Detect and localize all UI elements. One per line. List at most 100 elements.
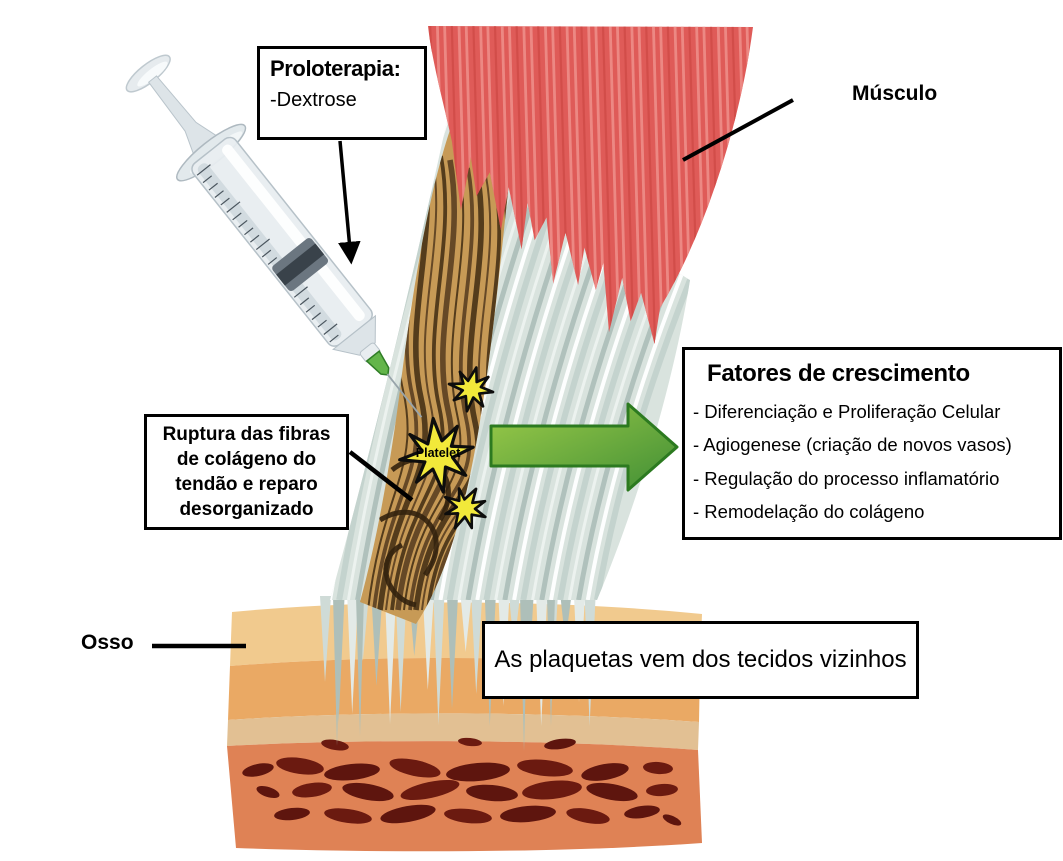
syringe-tick — [250, 234, 260, 243]
tendon-frayed-spike — [395, 596, 407, 712]
fatores-item: - Diferenciação e Proliferação Celular — [693, 401, 1001, 422]
muscle-striation — [608, 26, 621, 344]
bone-marrow-cell — [274, 807, 310, 821]
tendon-frayed-spike — [460, 596, 472, 652]
fatores-title: Fatores de crescimento — [707, 360, 970, 387]
damaged-collagen-fiber — [377, 147, 430, 611]
tendon-frayed-spike — [356, 596, 364, 736]
bone-marrow-cell — [324, 808, 372, 824]
damaged-collagen-fiber — [395, 159, 457, 611]
syringe-tick — [220, 197, 230, 206]
muscle-striation — [601, 26, 613, 344]
platelet-cell-label: Platelet — [415, 446, 461, 460]
tendon-fiber-line — [446, 188, 560, 600]
ruptura-pointer-line — [348, 450, 414, 502]
damaged-collagen-knot — [378, 509, 439, 577]
tendon-frayed-spike — [385, 596, 396, 724]
bone-marrow-cell — [292, 782, 332, 798]
bone-marrow-cell — [566, 808, 610, 824]
bone-marrow-cell — [662, 814, 682, 826]
syringe-tick — [226, 201, 241, 213]
bone-marrow-cell — [242, 763, 274, 777]
platelet-cell-small-top — [447, 366, 495, 413]
syringe-tick — [317, 319, 327, 328]
bone-layer-pale — [227, 713, 699, 750]
ruptura-line: desorganizado — [179, 499, 314, 521]
muscle-striation — [644, 26, 657, 344]
proloterapia-box: Proloterapia: -Dextrose — [257, 46, 427, 140]
platelets — [398, 366, 495, 530]
syringe-tick — [293, 286, 308, 298]
muscle-striation — [630, 26, 642, 344]
syringe-tick — [214, 190, 224, 198]
syringe-tick — [232, 212, 242, 221]
syringe-tick — [305, 304, 316, 313]
syringe-tick — [244, 227, 254, 236]
bone-marrow-cell — [324, 763, 380, 781]
tendon-frayed-spike — [433, 596, 445, 725]
syringe-plunger-thumb-highlight — [137, 61, 168, 87]
syringe-tick — [329, 334, 339, 343]
muscle-striation — [752, 26, 753, 344]
syringe-tick — [299, 297, 310, 306]
muscle-body — [428, 26, 753, 344]
tendon-frayed-spike — [347, 596, 359, 714]
muscle-striation — [637, 26, 650, 344]
tendon-fiber-line — [483, 211, 593, 600]
fatores-item: - Remodelação do colágeno — [693, 501, 925, 523]
tendon-fiber-line — [502, 222, 609, 600]
bone-marrow-cell — [446, 762, 510, 782]
bone-marrow-cell — [380, 804, 436, 824]
musculo-label: Músculo — [852, 82, 938, 105]
bone-marrow-cell — [466, 784, 518, 802]
tendon-frayed-spike — [447, 596, 458, 709]
ruptura-box: Ruptura das fibras de colágeno do tendão… — [144, 414, 349, 530]
syringe-needle — [386, 373, 423, 418]
syringe-tick — [238, 219, 248, 228]
bone-marrow-cell — [389, 758, 441, 778]
proloterapia-item: -Dextrose — [270, 89, 357, 111]
syringe-tick — [208, 182, 218, 191]
bone-marrow-cell — [646, 783, 678, 797]
bone-marrow-cell — [342, 782, 394, 802]
ruptura-line: Ruptura das fibras — [162, 423, 331, 445]
syringe-tick — [261, 249, 272, 258]
fatores-item: - Agiogenese (criação de novos vasos) — [693, 434, 1012, 456]
syringe-tick — [311, 312, 321, 321]
syringe-graduation-ticks — [196, 164, 339, 343]
bone-marrow-cell — [544, 738, 576, 750]
bone-marrow-cell — [458, 737, 482, 747]
syringe-tick — [323, 323, 338, 335]
syringe-tick — [196, 164, 211, 176]
bone — [227, 602, 702, 852]
platelet-cell-large — [398, 416, 475, 494]
bone-marrow-cell — [400, 779, 460, 801]
syringe-barrel-highlight — [222, 144, 365, 322]
proloterapia-title: Proloterapia: — [270, 56, 401, 81]
tendon-frayed-spike — [371, 596, 383, 686]
muscle-striation — [623, 26, 635, 344]
bone-marrow-cell — [276, 757, 324, 775]
tendon-frayed-spike — [422, 596, 434, 690]
bone-marrow-cell — [444, 808, 492, 824]
green-arrow — [489, 402, 679, 492]
fatores-item: - Regulação do processo inflamatório — [693, 467, 1000, 489]
platelet-cell-small-bottom — [443, 487, 487, 530]
muscle-striation — [615, 26, 628, 344]
tendon-frayed-spike — [560, 596, 572, 642]
syringe-stopper-dark-band — [276, 243, 325, 286]
damaged-collagen-fiber — [385, 151, 438, 611]
syringe-tick — [267, 257, 278, 265]
plaquetas-box: As plaquetas vem dos tecidos vizinhos — [482, 621, 919, 699]
tendon-fiber-line — [475, 205, 584, 600]
tendon-frayed-spike — [333, 596, 341, 746]
muscle-striation — [745, 26, 753, 344]
syringe-barrel — [191, 136, 373, 347]
bone-marrow-cells — [242, 737, 682, 826]
proloterapia-pointer-arrow — [337, 140, 361, 265]
bone-marrow-cell — [522, 780, 582, 800]
musculo-pointer-line — [682, 98, 794, 162]
tendon-fiber-line — [457, 194, 567, 600]
